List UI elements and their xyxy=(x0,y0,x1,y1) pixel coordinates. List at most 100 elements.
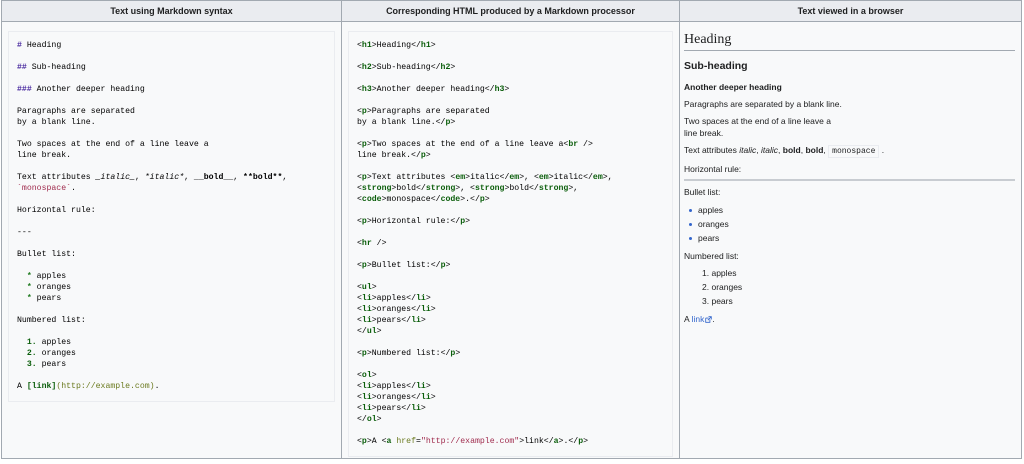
html-tag: p xyxy=(361,217,367,226)
html-li-line: <li>oranges</li> xyxy=(357,305,436,314)
html-tag: p xyxy=(361,173,367,182)
html-tag: li xyxy=(361,393,372,402)
md-bullet-marker: * xyxy=(26,283,32,292)
rendered-heading: Heading xyxy=(684,32,1015,51)
html-tag: li xyxy=(361,404,372,413)
html-tag: a xyxy=(553,437,559,446)
rendered-bold: bold xyxy=(805,145,824,155)
html-ol-close: </ol> xyxy=(357,415,382,424)
rendered-attributes: Text attributes italic, italic, bold, bo… xyxy=(684,145,885,158)
list-item: oranges xyxy=(689,217,1015,231)
md-numbered-item: 3. pears xyxy=(17,359,326,370)
html-cell: <h1>Heading</h1><h2>Sub-heading</h2><h3>… xyxy=(341,21,680,459)
html-bullet-label-line: <p>Bullet list:</p> xyxy=(357,261,451,270)
html-tag: h1 xyxy=(420,41,431,50)
md-bullet-item: * apples xyxy=(17,271,326,282)
md-para1-line1: Paragraphs are separated xyxy=(17,107,135,116)
md-attrs-prefix: Text attributes xyxy=(17,173,96,182)
html-text: Numbered list: xyxy=(371,349,441,358)
rendered-text: apples xyxy=(711,268,737,278)
md-deeper-heading-text: Another deeper heading xyxy=(31,85,145,94)
example-link[interactable]: link xyxy=(692,314,713,324)
html-tag: li xyxy=(361,305,372,314)
html-text: Paragraphs are separated xyxy=(371,107,490,116)
bullet-icon xyxy=(689,223,692,226)
list-number: 3. xyxy=(702,296,710,306)
rendered-bullet-list: apples oranges pears xyxy=(684,203,1015,245)
rendered-italic: italic xyxy=(761,145,779,155)
rendered-text: . xyxy=(712,314,715,324)
html-numbered-label-line: <p>Numbered list:</p> xyxy=(357,349,461,358)
rendered-view: Heading Sub-heading Another deeper headi… xyxy=(680,22,1021,325)
html-attr-name: href xyxy=(396,437,417,446)
html-li-line: <li>pears</li> xyxy=(357,316,426,325)
html-source-block: <h1>Heading</h1><h2>Sub-heading</h2><h3>… xyxy=(348,31,673,457)
html-tag: li xyxy=(415,382,426,391)
html-attrs-line3: <code>monospace</code>.</p> xyxy=(357,195,490,204)
html-p2-line1: <p>Two spaces at the end of a line leave… xyxy=(357,140,593,149)
html-tag: hr xyxy=(361,239,372,248)
html-tag: p xyxy=(440,261,446,270)
html-attrs-line2: <strong>bold</strong>, <strong>bold</str… xyxy=(357,184,579,193)
md-hash: ### xyxy=(17,85,32,94)
html-tag: p xyxy=(361,107,367,116)
external-link-icon xyxy=(705,316,713,323)
bullet-icon xyxy=(689,237,692,240)
rendered-horizontal-rule xyxy=(684,179,1015,181)
html-tag: li xyxy=(361,382,372,391)
html-tag: li xyxy=(420,305,431,314)
md-heading-text: Heading xyxy=(21,41,62,50)
md-subheading-line: ## Sub-heading xyxy=(17,62,326,73)
md-link-line: A [link](http://example.com). xyxy=(17,381,326,392)
list-item: pears xyxy=(689,231,1015,245)
rendered-text: apples xyxy=(698,205,724,215)
html-p1-line1: <p>Paragraphs are separated xyxy=(357,107,490,116)
html-text: line break. xyxy=(357,151,412,160)
html-text: bold xyxy=(509,184,530,193)
rendered-bold: bold xyxy=(782,145,801,155)
rendered-hr-label: Horizontal rule: xyxy=(684,164,742,174)
html-text: Two spaces at the end of a line leave a xyxy=(371,140,564,149)
html-text: Sub-heading xyxy=(376,63,431,72)
md-period: . xyxy=(154,382,160,391)
html-tag: p xyxy=(361,261,367,270)
bullet-icon xyxy=(689,209,692,212)
list-item: 3. pears xyxy=(702,294,1015,308)
md-link-text: [link] xyxy=(26,382,57,391)
html-ul-open: <ul> xyxy=(357,283,377,292)
md-link-url: (http://example.com) xyxy=(56,382,155,391)
header-html: Corresponding HTML produced by a Markdow… xyxy=(341,0,680,22)
md-sep: , xyxy=(282,173,288,182)
list-item: apples xyxy=(689,203,1015,217)
rendered-italic: italic xyxy=(739,145,757,155)
rendered-link-line: A link. xyxy=(684,313,1015,325)
md-bullet-label: Bullet list: xyxy=(17,250,76,259)
html-li-line: <li>apples</li> xyxy=(357,382,431,391)
md-number-marker: 1. xyxy=(26,338,37,347)
list-number: 2. xyxy=(702,282,710,292)
html-hr-line: <hr /> xyxy=(357,239,387,248)
html-tag: a xyxy=(386,437,392,446)
html-text: monospace xyxy=(386,195,431,204)
rendered-text: Text attributes xyxy=(684,145,740,155)
markdown-source-block: # Heading ## Sub-heading ### Another deepe… xyxy=(8,31,335,402)
rendered-text: pears xyxy=(698,233,720,243)
html-tag: em xyxy=(455,173,466,182)
html-tag: h2 xyxy=(361,63,372,72)
html-tag: p xyxy=(361,437,367,446)
md-hash: # xyxy=(17,41,22,50)
md-hr: --- xyxy=(17,228,32,237)
rendered-text: Two spaces at the end of a line leave a xyxy=(684,116,831,126)
html-h2-line: <h2>Sub-heading</h2> xyxy=(357,63,456,72)
md-sep: , xyxy=(233,173,244,182)
rendered-bullet-label: Bullet list: xyxy=(684,187,721,197)
html-text: oranges xyxy=(376,305,412,314)
html-text: italic xyxy=(553,173,584,182)
md-bold-asterisk: **bold** xyxy=(243,173,283,182)
link-label[interactable]: link xyxy=(691,314,705,324)
header-markdown: Text using Markdown syntax xyxy=(1,0,342,22)
html-text: Horizontal rule: xyxy=(371,217,451,226)
md-link-prefix: A xyxy=(17,382,27,391)
html-tag: strong xyxy=(538,184,569,193)
